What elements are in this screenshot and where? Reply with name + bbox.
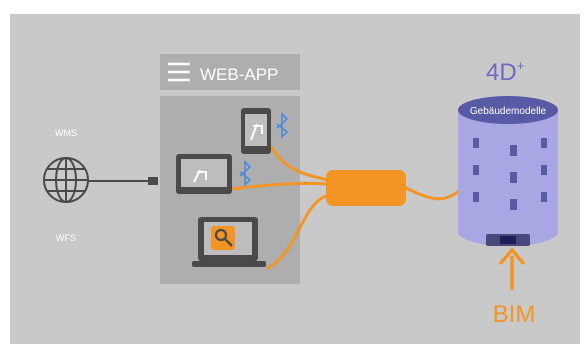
bim-arrow xyxy=(498,247,526,290)
wms-label: WMS xyxy=(55,128,77,138)
database-label: Gebäudemodelle xyxy=(470,106,547,117)
wfs-label: WFS xyxy=(56,233,76,243)
globe-plug xyxy=(148,177,158,185)
building-windows xyxy=(473,138,547,210)
bluetooth-icon-2 xyxy=(239,160,252,187)
webapp-title: WEB-APP xyxy=(200,65,278,84)
cable-phone xyxy=(270,146,330,182)
globe-icon xyxy=(43,157,89,203)
monitor-icon xyxy=(176,154,232,194)
database-cylinder xyxy=(458,96,558,246)
menu-icon xyxy=(168,62,190,82)
map-search-icon xyxy=(211,226,235,250)
database-title: 4D+ xyxy=(486,58,524,86)
hub-box xyxy=(326,170,406,206)
smartphone-icon xyxy=(241,108,271,154)
bim-port-slot xyxy=(500,236,516,244)
bim-label: BIM xyxy=(493,301,536,328)
cable-laptop xyxy=(266,193,330,270)
bluetooth-icon xyxy=(276,112,289,139)
